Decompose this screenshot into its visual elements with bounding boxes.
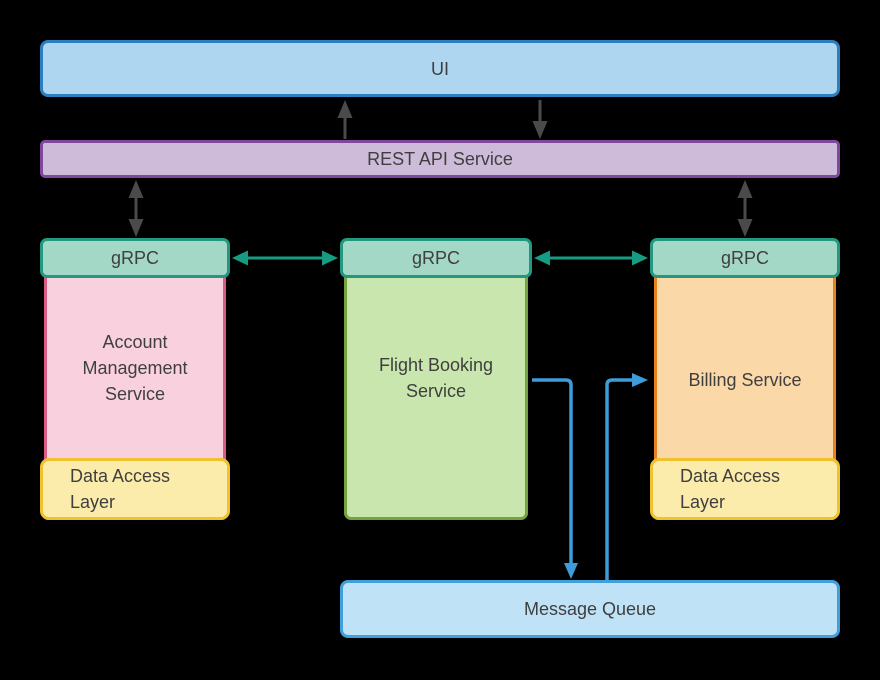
account-service-column: gRPC Account Management Service Data Acc… xyxy=(40,238,230,520)
arrow-flight-to-queue-icon xyxy=(532,378,578,579)
account-service-label: Account Management Service xyxy=(82,332,188,404)
grpc-header-account: gRPC xyxy=(40,238,230,278)
grpc-header-flight: gRPC xyxy=(340,238,532,278)
billing-service-label: Billing Service xyxy=(688,370,802,390)
flight-service-column: gRPC Flight Booking Service xyxy=(340,238,532,520)
rest-api-service-node: REST API Service xyxy=(40,140,840,178)
data-access-layer-account: Data Access Layer xyxy=(40,458,230,520)
billing-service-column: gRPC Billing Service Data Access Layer xyxy=(650,238,840,520)
arrow-grpc-left-middle-icon xyxy=(232,250,338,266)
data-access-layer-billing-label: Data Access Layer xyxy=(680,466,781,512)
flight-booking-service-node xyxy=(344,260,528,520)
grpc-header-flight-label: gRPC xyxy=(411,247,460,268)
grpc-header-billing-label: gRPC xyxy=(720,247,769,268)
ui-node: UI xyxy=(40,40,840,97)
message-queue-node: Message Queue xyxy=(340,580,840,638)
arrow-rest-grpc-right-icon xyxy=(737,180,753,237)
message-queue-label: Message Queue xyxy=(523,599,657,619)
arrow-queue-to-billing-icon xyxy=(605,373,648,580)
ui-node-label: UI xyxy=(431,58,449,79)
grpc-header-billing: gRPC xyxy=(650,238,840,278)
arrow-ui-to-rest-icon xyxy=(532,100,548,139)
data-access-layer-account-label: Data Access Layer xyxy=(70,466,171,512)
rest-api-service-label: REST API Service xyxy=(367,149,513,169)
arrow-grpc-middle-right-icon xyxy=(534,250,648,266)
flight-booking-service-label: Flight Booking Service xyxy=(378,355,494,401)
arrow-rest-grpc-left-icon xyxy=(128,180,144,237)
grpc-header-account-label: gRPC xyxy=(110,247,159,268)
arrow-rest-to-ui-icon xyxy=(337,100,353,139)
data-access-layer-billing: Data Access Layer xyxy=(650,458,840,520)
